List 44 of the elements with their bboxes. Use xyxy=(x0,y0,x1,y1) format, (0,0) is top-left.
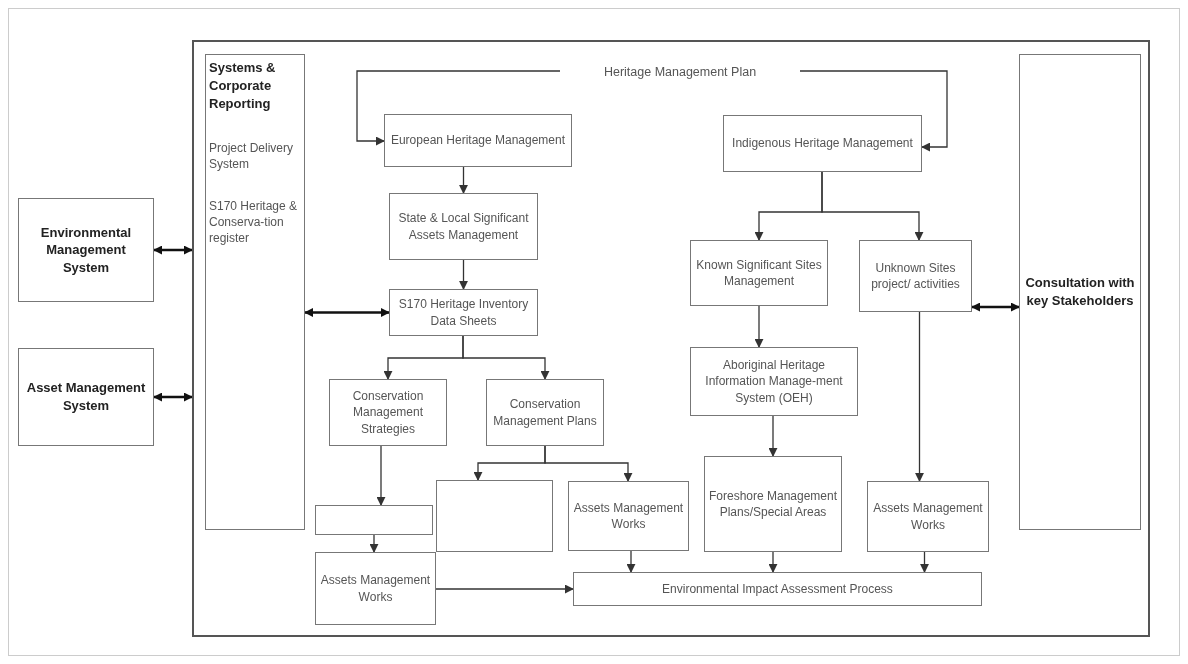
panel-heading: Systems & Corporate Reporting xyxy=(209,59,277,114)
systems-panel xyxy=(205,54,305,530)
arrow xyxy=(754,305,764,348)
process-box: Conservation Management Strategies xyxy=(329,379,447,446)
process-box: Aboriginal Heritage Information Manage-ment System (OEH) xyxy=(690,347,858,416)
process-box: Assets Management Works xyxy=(867,481,989,552)
double-arrow xyxy=(971,302,1020,312)
process-box: Conservation Management Plans xyxy=(486,379,604,446)
arrow xyxy=(459,259,468,290)
double-arrow xyxy=(304,308,390,317)
process-box: Indigenous Heritage Management xyxy=(723,115,922,172)
arrow xyxy=(821,171,924,241)
arrow xyxy=(768,551,778,573)
arrow xyxy=(356,70,561,146)
arrow xyxy=(626,550,636,573)
process-box: State & Local Significant Assets Management xyxy=(389,193,538,260)
system-box: Environmental Management System xyxy=(18,198,154,302)
process-box: Foreshore Management Plans/Special Areas xyxy=(704,456,842,552)
process-box: S170 Heritage Inventory Data Sheets xyxy=(389,289,538,336)
process-box: European Heritage Management xyxy=(384,114,572,167)
arrow xyxy=(369,534,379,553)
double-arrow xyxy=(153,245,193,255)
arrow xyxy=(376,445,386,506)
arrow xyxy=(915,311,924,482)
double-arrow xyxy=(153,392,193,402)
empty-box xyxy=(436,480,553,552)
arrow xyxy=(544,445,633,482)
arrow xyxy=(462,335,550,380)
process-box: Assets Management Works xyxy=(315,552,436,625)
process-box: Assets Management Works xyxy=(568,481,689,551)
arrow xyxy=(435,584,574,594)
arrow xyxy=(920,551,929,573)
arrow xyxy=(768,415,778,457)
process-box: Unknown Sites project/ activities xyxy=(859,240,972,312)
system-box: Consultation with key Stakeholders xyxy=(1019,54,1141,530)
system-name: Project Delivery System xyxy=(209,139,295,172)
empty-box xyxy=(315,505,433,535)
process-box: Environmental Impact Assessment Process xyxy=(573,572,982,606)
system-box: Asset Management System xyxy=(18,348,154,446)
outer-frame xyxy=(192,40,1150,637)
arrow xyxy=(459,166,468,194)
process-box: Known Significant Sites Management xyxy=(690,240,828,306)
arrow xyxy=(799,70,948,152)
system-name: S170 Heritage & Conserva-tion register xyxy=(209,197,299,247)
